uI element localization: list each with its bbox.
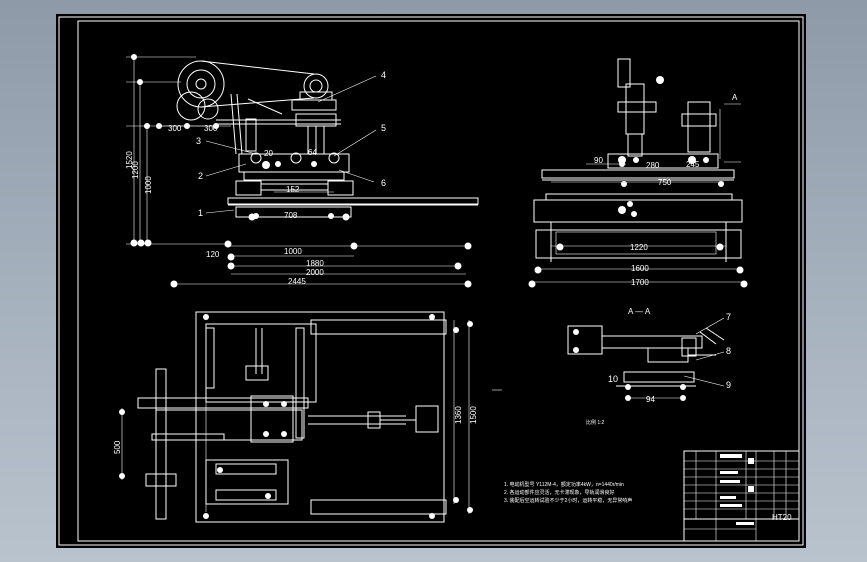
dim-1000-horizontal: 1000 xyxy=(284,247,302,256)
note-2: 2. 各运动部件应灵活，无卡滞现象，导轨润滑良好 xyxy=(504,489,615,496)
drawing-sheet: 1520 1200 1000 300 300 20 64 152 708 120… xyxy=(56,14,806,548)
dim-280: 280 xyxy=(646,161,660,170)
base-table xyxy=(227,197,479,205)
dim-1600: 1600 xyxy=(631,264,649,273)
part-label-3: 3 xyxy=(196,136,201,146)
technical-notes: 1. 电动机型号 Y112M-4，额定功率4kW，n=1440r/min 2. … xyxy=(504,481,632,504)
inner-border xyxy=(77,20,800,542)
dim-94: 94 xyxy=(646,395,655,404)
section-title: A — A xyxy=(628,307,651,316)
part-label-4: 4 xyxy=(381,70,386,80)
dim-750: 750 xyxy=(658,178,672,187)
side-view: A 90 280 245 750 1220 1600 1700 xyxy=(528,58,748,288)
dim-1880: 1880 xyxy=(306,259,324,268)
plan-view: 500 1360 1500 xyxy=(113,311,478,523)
dim-1200: 1200 xyxy=(131,161,140,179)
part-label-2: 2 xyxy=(198,171,203,181)
dim-152: 152 xyxy=(286,185,300,194)
outer-border xyxy=(58,16,804,546)
dim-245: 245 xyxy=(686,160,700,169)
small-pulley xyxy=(303,73,329,99)
dim-120: 120 xyxy=(206,250,220,259)
dim-1500: 1500 xyxy=(469,406,478,424)
section-caption: 比例 1:2 xyxy=(586,419,605,426)
dim-300-right: 300 xyxy=(204,124,218,133)
large-pulley xyxy=(177,60,225,108)
dim-20: 20 xyxy=(264,149,273,158)
section-a-a: A — A 94 7 8 9 10 比例 1:2 xyxy=(492,307,731,426)
part-label-1: 1 xyxy=(198,208,203,218)
part-label-7: 7 xyxy=(726,312,731,322)
dim-1220: 1220 xyxy=(630,243,648,252)
part-label-10: 10 xyxy=(608,374,618,384)
dim-1700: 1700 xyxy=(631,278,649,287)
dim-90: 90 xyxy=(594,156,603,165)
part-label-5: 5 xyxy=(381,123,386,133)
dim-300-left: 300 xyxy=(168,124,182,133)
side-table xyxy=(541,169,735,179)
dim-2445: 2445 xyxy=(288,277,306,286)
part-label-8: 8 xyxy=(726,346,731,356)
dim-1360: 1360 xyxy=(454,406,463,424)
dim-500: 500 xyxy=(113,440,122,454)
note-1: 1. 电动机型号 Y112M-4，额定功率4kW，n=1440r/min xyxy=(504,481,624,488)
section-mark-a-top: A xyxy=(732,93,738,102)
drawing-code: HT20 xyxy=(772,513,792,522)
front-view: 1520 1200 1000 300 300 20 64 152 708 120… xyxy=(125,54,479,288)
plan-frame xyxy=(195,311,445,523)
dim-2000: 2000 xyxy=(306,268,324,277)
title-block: HT20 xyxy=(683,450,800,542)
dim-1520: 1520 xyxy=(125,151,134,169)
part-label-6: 6 xyxy=(381,178,386,188)
engineering-drawing: 1520 1200 1000 300 300 20 64 152 708 120… xyxy=(58,16,804,546)
dim-64: 64 xyxy=(308,148,317,157)
note-3: 3. 装配后空运转试验不少于2小时，运转平稳，无异常响声 xyxy=(504,497,632,504)
dim-708: 708 xyxy=(284,211,298,220)
part-label-9: 9 xyxy=(726,380,731,390)
dim-1000-vertical: 1000 xyxy=(144,176,153,194)
